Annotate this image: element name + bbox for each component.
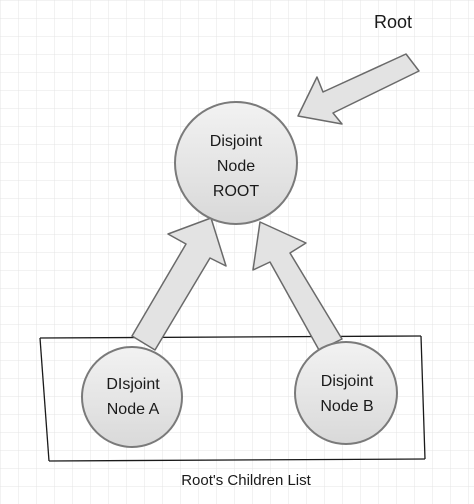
node-root-line-2: Node bbox=[217, 158, 255, 175]
arrow-node-a-to-root bbox=[131, 217, 227, 351]
node-a-line-2: Node A bbox=[107, 401, 160, 418]
children-list-caption: Root's Children List bbox=[181, 472, 311, 489]
node-root: Disjoint Node ROOT bbox=[174, 101, 298, 225]
node-root-line-1: Disjoint bbox=[210, 133, 263, 150]
node-a-line-1: DIsjoint bbox=[106, 376, 160, 393]
node-b: Disjoint Node B bbox=[294, 341, 398, 445]
node-root-line-3: ROOT bbox=[213, 183, 259, 200]
node-b-line-1: Disjoint bbox=[321, 373, 374, 390]
root-pointer-arrow bbox=[297, 53, 420, 125]
root-pointer-label: Root bbox=[374, 12, 412, 32]
children-list-box bbox=[39, 335, 426, 462]
node-a: DIsjoint Node A bbox=[81, 346, 183, 448]
node-b-line-2: Node B bbox=[320, 398, 373, 415]
